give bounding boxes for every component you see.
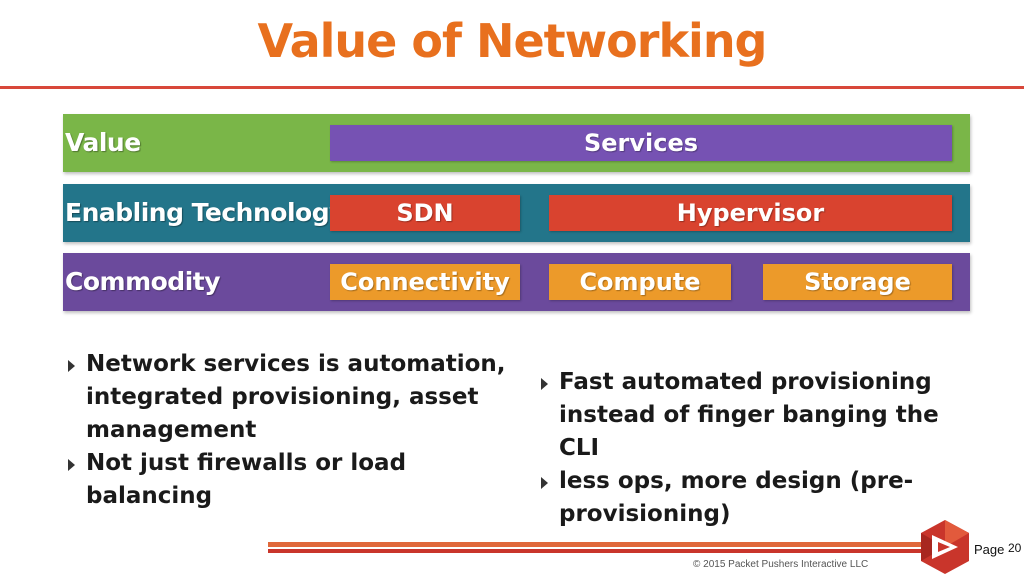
bullet-arrow-icon	[68, 360, 75, 372]
footer-stripe-bottom	[268, 549, 928, 553]
bullet-list-right: Fast automated provisioning instead of f…	[541, 366, 976, 531]
bullet-text: Network services is automation, integrat…	[86, 351, 506, 443]
bullet-arrow-icon	[541, 378, 548, 390]
layer-label-value: Value	[65, 128, 141, 157]
box-services: Services	[330, 125, 952, 161]
slide-title: Value of Networking	[257, 14, 768, 68]
list-item: less ops, more design (pre-provisioning)	[541, 465, 976, 531]
box-connectivity: Connectivity	[330, 264, 520, 300]
box-compute: Compute	[549, 264, 731, 300]
bullet-text: Not just firewalls or load balancing	[86, 450, 407, 509]
layer-label-commodity: Commodity	[65, 267, 221, 296]
title-divider	[0, 86, 1024, 89]
layer-commodity: Commodity Connectivity Compute Storage	[63, 253, 970, 311]
box-sdn: SDN	[330, 195, 520, 231]
list-item: Fast automated provisioning instead of f…	[541, 366, 976, 465]
packet-pushers-logo-icon	[921, 520, 969, 574]
box-hypervisor: Hypervisor	[549, 195, 952, 231]
layer-enabling-technology: Enabling Technology SDN Hypervisor	[63, 184, 970, 242]
box-storage: Storage	[763, 264, 952, 300]
list-item: Not just firewalls or load balancing	[68, 447, 513, 513]
footer-stripe-top	[268, 542, 928, 547]
bullet-arrow-icon	[68, 459, 75, 471]
page-number-label: Page 20	[974, 541, 1021, 557]
page-word: Page	[974, 542, 1005, 557]
bullet-text: Fast automated provisioning instead of f…	[559, 369, 939, 461]
list-item: Network services is automation, integrat…	[68, 348, 513, 447]
bullet-text: less ops, more design (pre-provisioning)	[559, 468, 914, 527]
copyright-text: © 2015 Packet Pushers Interactive LLC	[693, 559, 869, 570]
page-number: 20	[1008, 541, 1022, 555]
bullet-list-left: Network services is automation, integrat…	[68, 348, 513, 513]
layer-value: Value Services	[63, 114, 970, 172]
layer-label-enabling-technology: Enabling Technology	[65, 198, 345, 227]
bullet-arrow-icon	[541, 477, 548, 489]
